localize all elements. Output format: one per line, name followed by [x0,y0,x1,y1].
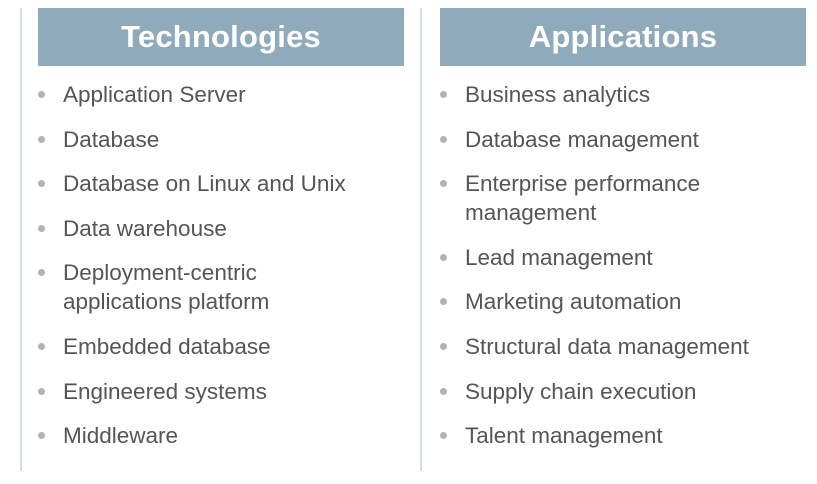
applications-list: Business analytics Database management E… [440,80,806,450]
center-divider [420,8,422,471]
technology-item: Deployment-centric applications platform [38,258,313,316]
application-item-label: Marketing automation [465,289,682,315]
bullet-icon [440,180,447,188]
technology-item-label: Application Server [63,82,246,107]
application-item: Supply chain execution [440,377,806,406]
technology-item-label: Embedded database [63,333,271,359]
bullet-icon [38,387,45,395]
bullet-icon [440,387,447,395]
applications-column: Applications Business analytics Database… [440,8,806,466]
bullet-icon [38,180,45,188]
technologies-header: Technologies [38,8,404,66]
application-item-label: Business analytics [465,82,651,107]
bullet-icon [440,298,447,306]
application-item-label: Structural data management [465,333,749,359]
technology-item: Application Server [38,80,404,109]
technology-item: Middleware [38,421,404,450]
application-item-label: Enterprise performance management [465,171,701,226]
technology-item-label: Engineered systems [63,378,267,404]
bullet-icon [38,269,45,277]
technology-item: Engineered systems [38,377,404,406]
technology-item: Data warehouse [38,214,404,243]
technology-item-label: Database [63,126,160,152]
technology-item-label: Database on Linux and Unix [63,171,346,197]
application-item: Lead management [440,243,806,272]
technologies-list: Application Server Database Database on … [38,80,404,450]
application-item: Business analytics [440,80,806,109]
application-item: Enterprise performance management [440,169,735,227]
bullet-icon [440,432,447,440]
technology-item: Embedded database [38,332,404,361]
application-item-label: Lead management [465,244,653,270]
left-divider [20,8,22,471]
application-item: Structural data management [440,332,806,361]
applications-header: Applications [440,8,806,66]
technologies-column: Technologies Application Server Database… [38,8,404,466]
bullet-icon [38,91,45,98]
bullet-icon [440,135,447,143]
technology-item: Database on Linux and Unix [38,169,404,198]
application-item: Marketing automation [440,287,806,316]
bullet-icon [440,91,447,98]
application-item-label: Talent management [465,423,663,449]
bullet-icon [38,224,45,232]
application-item: Talent management [440,421,806,450]
application-item-label: Supply chain execution [465,378,697,404]
technology-item: Database [38,125,404,154]
bullet-icon [38,342,45,350]
application-item-label: Database management [465,126,699,152]
application-item: Database management [440,125,806,154]
technology-item-label: Deployment-centric applications platform [63,260,270,315]
bullet-icon [440,342,447,350]
technology-item-label: Middleware [63,423,179,449]
technology-item-label: Data warehouse [63,215,227,241]
bullet-icon [440,253,447,261]
bullet-icon [38,135,45,143]
bullet-icon [38,432,45,440]
